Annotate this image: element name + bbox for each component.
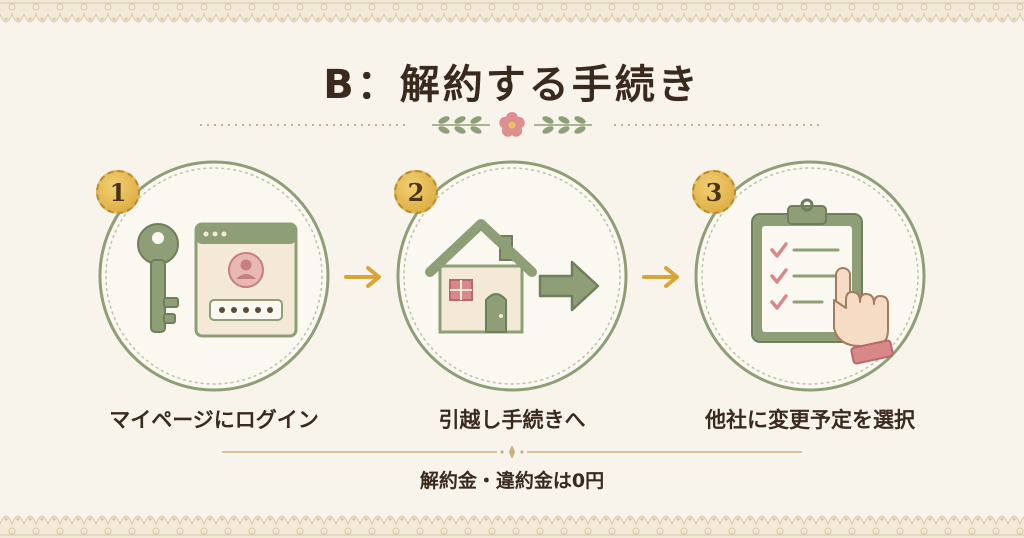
right-arrow-icon: [538, 260, 600, 312]
step-1-circle: [98, 160, 330, 392]
step-2-label: 引越し手続きへ: [438, 408, 586, 432]
house-icon: [425, 219, 537, 334]
note-divider: [222, 445, 802, 459]
step-3-badge: 3: [692, 170, 736, 214]
clipboard-checklist-icon: [751, 198, 863, 343]
laurel-icon: [432, 116, 592, 134]
bottom-lace-border: [0, 504, 1024, 538]
pointing-hand-icon: [833, 267, 894, 365]
step-arrow-1: [344, 266, 381, 288]
key-icon: [137, 223, 179, 333]
step-2-circle: [396, 160, 628, 392]
title-divider: [200, 112, 824, 137]
page-title: B：解約する手続き: [323, 62, 701, 108]
step-2-badge: 2: [394, 170, 438, 214]
step-1-label: マイページにログイン: [109, 408, 319, 432]
step-3-circle: [694, 160, 926, 392]
browser-login-icon: [194, 222, 298, 338]
flower-icon: [499, 112, 525, 137]
step-1-badge: 1: [96, 170, 140, 214]
step-arrow-2: [642, 266, 679, 288]
fee-note: 解約金・違約金は0円: [419, 470, 605, 492]
top-lace-border: [0, 0, 1024, 34]
step-3-label: 他社に変更予定を選択: [705, 408, 915, 432]
